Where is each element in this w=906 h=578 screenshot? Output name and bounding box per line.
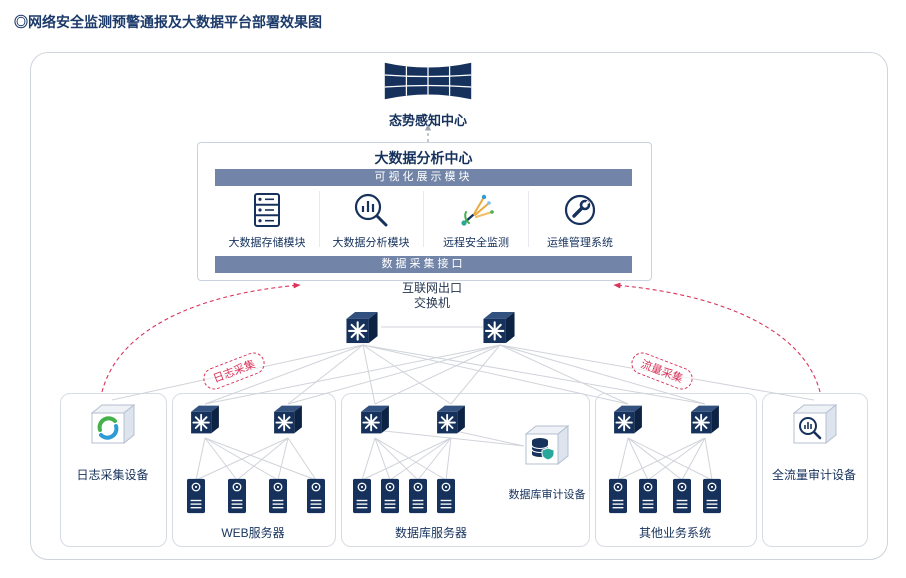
page-title: ◎网络安全监测预警通报及大数据平台部署效果图	[14, 14, 322, 30]
ops-wrench-icon	[564, 194, 596, 226]
remote-monitoring-icon	[461, 194, 494, 226]
switch-icon	[345, 310, 379, 345]
module-divider	[528, 191, 529, 247]
internet-switch-caption: 互联网出口 交换机	[372, 281, 492, 311]
switch-icon	[482, 310, 516, 345]
traffic-magnifier-icon	[799, 417, 822, 440]
module-divider	[319, 191, 320, 247]
internet-switch-caption-line1: 互联网出口	[401, 281, 462, 295]
log-swirl-icon	[97, 416, 119, 440]
server-icon	[408, 478, 428, 514]
situation-center-label: 态势感知中心	[388, 113, 467, 128]
storage-rack-icon	[254, 193, 280, 227]
internet-switch-caption-line2: 交换机	[413, 296, 450, 310]
server-icon	[186, 478, 206, 514]
module-remote-label: 远程安全监测	[443, 237, 509, 249]
server-icon	[268, 478, 288, 514]
group-traffic-audit-label: 全流量审计设备	[771, 468, 856, 482]
database-shield-icon	[531, 438, 555, 461]
group-other-systems-label: 其他业务系统	[638, 526, 711, 540]
db-audit-device-label: 数据库审计设备	[508, 489, 586, 501]
data-collection-bar: 数据采集接口	[215, 256, 632, 273]
switch-icon	[273, 404, 303, 435]
module-analysis-label: 大数据分析模块	[332, 237, 410, 249]
server-icon	[638, 478, 658, 514]
server-icon	[702, 478, 722, 514]
analysis-magnifier-icon	[354, 193, 388, 227]
module-ops-label: 运维管理系统	[547, 237, 613, 249]
server-icon	[672, 478, 692, 514]
module-storage-label: 大数据存储模块	[228, 237, 306, 249]
module-divider	[423, 191, 424, 247]
server-icon	[227, 478, 247, 514]
analysis-center-title: 大数据分析中心	[374, 150, 473, 166]
switch-icon	[690, 404, 720, 435]
server-icon	[306, 478, 326, 514]
switch-icon	[613, 404, 643, 435]
video-wall-icon	[384, 62, 472, 100]
server-icon	[436, 478, 456, 514]
switch-icon	[436, 404, 466, 435]
switch-icon	[360, 404, 390, 435]
server-icon	[352, 478, 372, 514]
switch-icon	[190, 404, 220, 435]
group-log-collector-label: 日志采集设备	[76, 468, 149, 482]
server-icon	[380, 478, 400, 514]
server-icon	[608, 478, 628, 514]
group-db-servers-label: 数据库服务器	[394, 526, 467, 540]
visualization-bar: 可视化展示模块	[215, 169, 632, 186]
group-web-servers-label: WEB服务器	[221, 526, 285, 540]
